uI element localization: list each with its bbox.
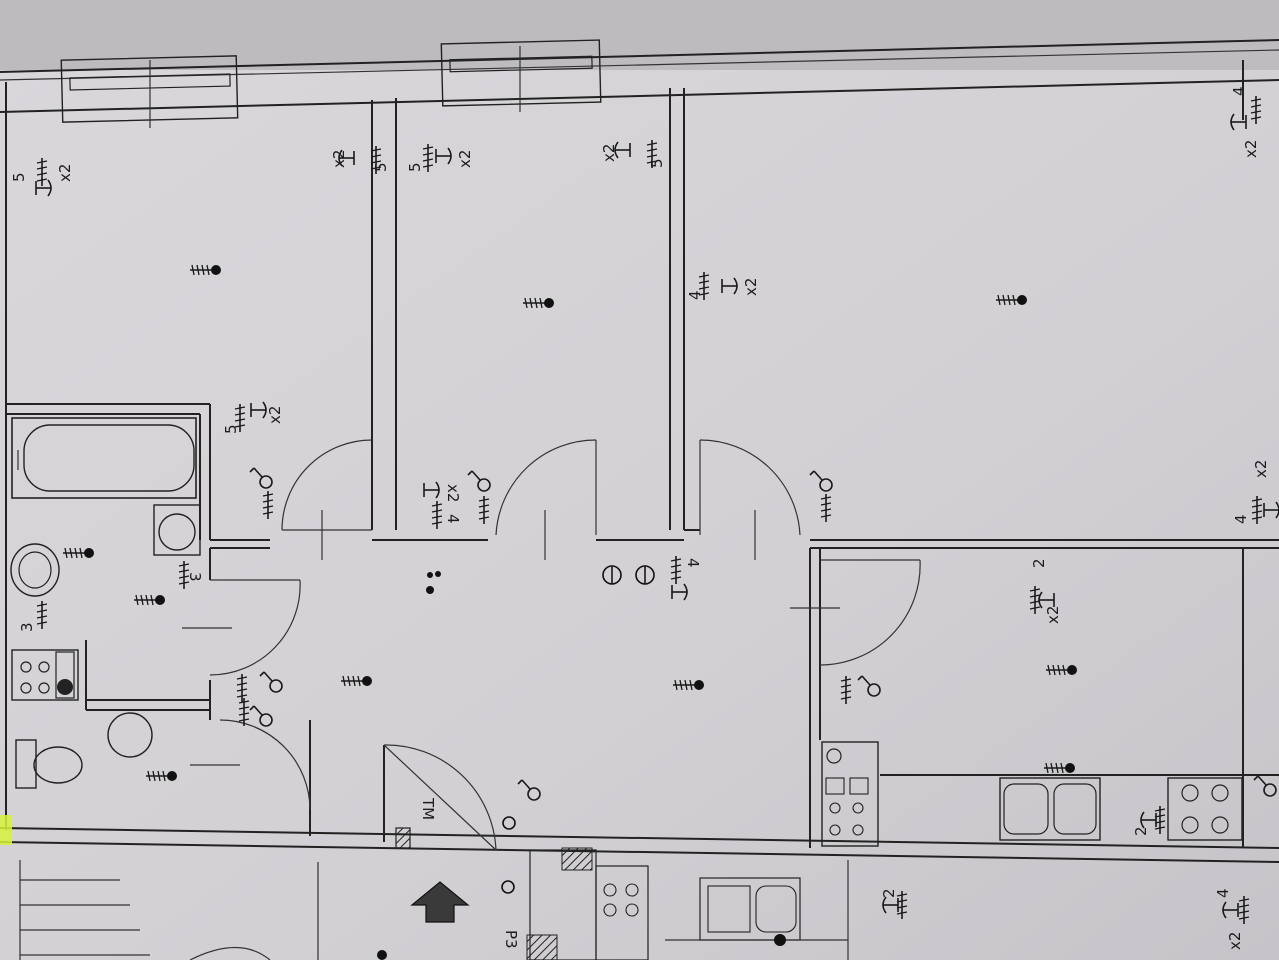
meter-label: TM bbox=[419, 797, 437, 820]
label-4: 4 bbox=[444, 514, 462, 524]
label-x2: x2 bbox=[1252, 460, 1270, 478]
label-x2: x2 bbox=[456, 150, 474, 168]
label-5: 5 bbox=[10, 172, 28, 182]
label-5: 5 bbox=[406, 162, 424, 172]
label-4: 4 bbox=[1230, 86, 1248, 96]
panel-label: P3 bbox=[502, 930, 520, 949]
label-x2: x2 bbox=[444, 484, 462, 502]
kitchen-fixtures bbox=[821, 741, 1243, 847]
label-5: 5 bbox=[372, 162, 390, 172]
label-2: 2 bbox=[1030, 558, 1048, 568]
label-3: 3 bbox=[186, 572, 204, 582]
label-4: 4 bbox=[684, 558, 702, 568]
label-x2: x2 bbox=[330, 150, 348, 168]
annotations: 5 x2 x2 5 5 x2 x2 5 4 x2 5 x2 x2 4 4 3 3… bbox=[10, 86, 1270, 950]
label-2: 2 bbox=[880, 888, 898, 898]
label-4: 4 bbox=[686, 290, 704, 300]
label-x2: x2 bbox=[1226, 932, 1244, 950]
paper-sheet bbox=[0, 40, 1279, 960]
toilet-icon bbox=[15, 712, 153, 789]
label-x2: x2 bbox=[600, 144, 618, 162]
label-2: 2 bbox=[1132, 826, 1150, 836]
label-x2: x2 bbox=[266, 406, 284, 424]
label-5: 5 bbox=[222, 424, 240, 434]
label-x2: x2 bbox=[56, 164, 74, 182]
label-4: 4 bbox=[1214, 888, 1232, 898]
sink-icon bbox=[10, 504, 201, 597]
interior-walls bbox=[0, 60, 1279, 863]
bell-icon bbox=[426, 565, 655, 594]
entry-arrow-icon bbox=[410, 881, 470, 923]
exterior-wall-top bbox=[0, 39, 1279, 128]
label-5: 5 bbox=[648, 158, 666, 168]
stove-icon bbox=[11, 649, 79, 701]
lower-fixtures bbox=[19, 847, 849, 960]
bathtub-icon bbox=[11, 417, 197, 499]
meter-icon bbox=[395, 827, 411, 849]
label-x2: x2 bbox=[1242, 140, 1260, 158]
label-3: 3 bbox=[18, 622, 36, 632]
highlight-mark bbox=[0, 815, 12, 845]
label-x2: x2 bbox=[1044, 606, 1062, 624]
tv-socket-icon bbox=[377, 816, 786, 960]
doors bbox=[182, 439, 921, 851]
label-4: 4 bbox=[1232, 514, 1250, 524]
label-x2: x2 bbox=[742, 278, 760, 296]
